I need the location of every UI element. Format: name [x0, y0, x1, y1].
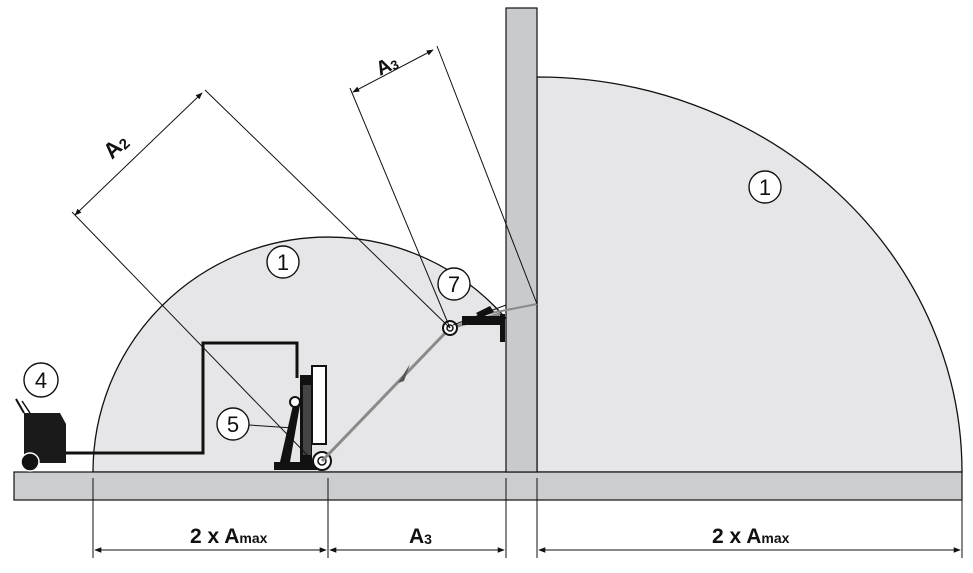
floor [13, 471, 963, 501]
svg-text:1: 1 [277, 250, 289, 275]
dimension-label-a3-top: A3 [373, 51, 402, 80]
callout-zone-right: 1 [748, 170, 782, 204]
svg-text:4: 4 [35, 368, 47, 393]
power-cable [66, 341, 299, 455]
dimension-label-left: 2 x Amax [190, 525, 268, 548]
leader-line-5 [248, 424, 294, 429]
dimension-label-right: 2 x Amax [712, 525, 790, 548]
dimension-label-middle: A3 [409, 525, 432, 548]
dimension-line-a2 [74, 92, 203, 216]
power-unit-machine [15, 398, 66, 472]
callout-stand-5: 5 [216, 407, 250, 441]
danger-zone-left [92, 236, 564, 473]
dimension-line-a3-top [352, 49, 434, 93]
bottom-dimension-ticks [92, 478, 963, 558]
callout-head-7: 7 [437, 267, 471, 301]
dimension-label-a2: A2 [98, 129, 133, 165]
svg-text:7: 7 [448, 272, 460, 297]
danger-zone-right [536, 76, 963, 473]
svg-text:5: 5 [227, 412, 239, 437]
callout-zone-left: 1 [266, 245, 300, 279]
callout-machine-4: 4 [23, 362, 59, 398]
construction-lines [71, 45, 538, 461]
svg-text:1: 1 [759, 175, 771, 200]
wall [505, 7, 538, 473]
